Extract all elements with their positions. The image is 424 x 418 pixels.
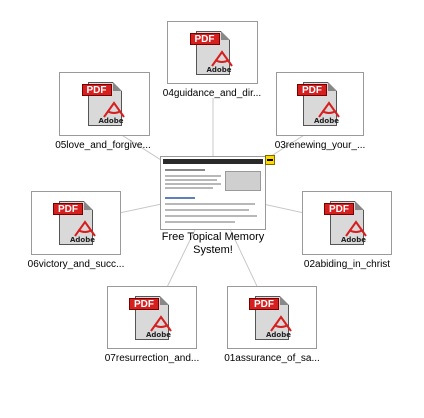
pdf-thumbnail[interactable]: Adobe PDF (107, 286, 197, 349)
node-label: 06victory_and_succ... (27, 259, 125, 270)
minus-icon (267, 159, 273, 161)
pdf-file-icon: Adobe PDF (53, 199, 99, 247)
central-node-label: Free Topical Memory System! (143, 231, 283, 257)
pdf-file-icon: Adobe PDF (324, 199, 370, 247)
pdf-thumbnail[interactable]: Adobe PDF (227, 286, 317, 349)
node-label: 07resurrection_and... (104, 353, 200, 364)
central-label-line1: Free Topical Memory (161, 231, 265, 243)
pdf-file-icon: Adobe PDF (297, 80, 343, 128)
node-label: 02abiding_in_christ (303, 259, 391, 270)
webpage-thumbnail[interactable] (160, 156, 266, 230)
pdf-file-icon: Adobe PDF (189, 29, 236, 77)
pdf-thumbnail[interactable]: Adobe PDF (276, 72, 364, 136)
pdf-thumbnail[interactable]: Adobe PDF (167, 21, 258, 84)
pdf-file-icon: Adobe PDF (249, 294, 295, 342)
central-label-line2: System! (193, 244, 233, 256)
collapse-button[interactable] (265, 155, 275, 165)
node-label: 01assurance_of_sa... (224, 353, 320, 364)
pdf-file-icon: Adobe PDF (81, 80, 128, 128)
pdf-thumbnail[interactable]: Adobe PDF (302, 191, 392, 255)
pdf-file-icon: Adobe PDF (129, 294, 175, 342)
pdf-thumbnail[interactable]: Adobe PDF (31, 191, 121, 255)
node-label: 03renewing_your_... (274, 140, 366, 151)
node-label: 04guidance_and_dir... (162, 88, 262, 99)
pdf-thumbnail[interactable]: Adobe PDF (59, 72, 150, 136)
node-label: 05love_and_forgive... (55, 140, 151, 151)
